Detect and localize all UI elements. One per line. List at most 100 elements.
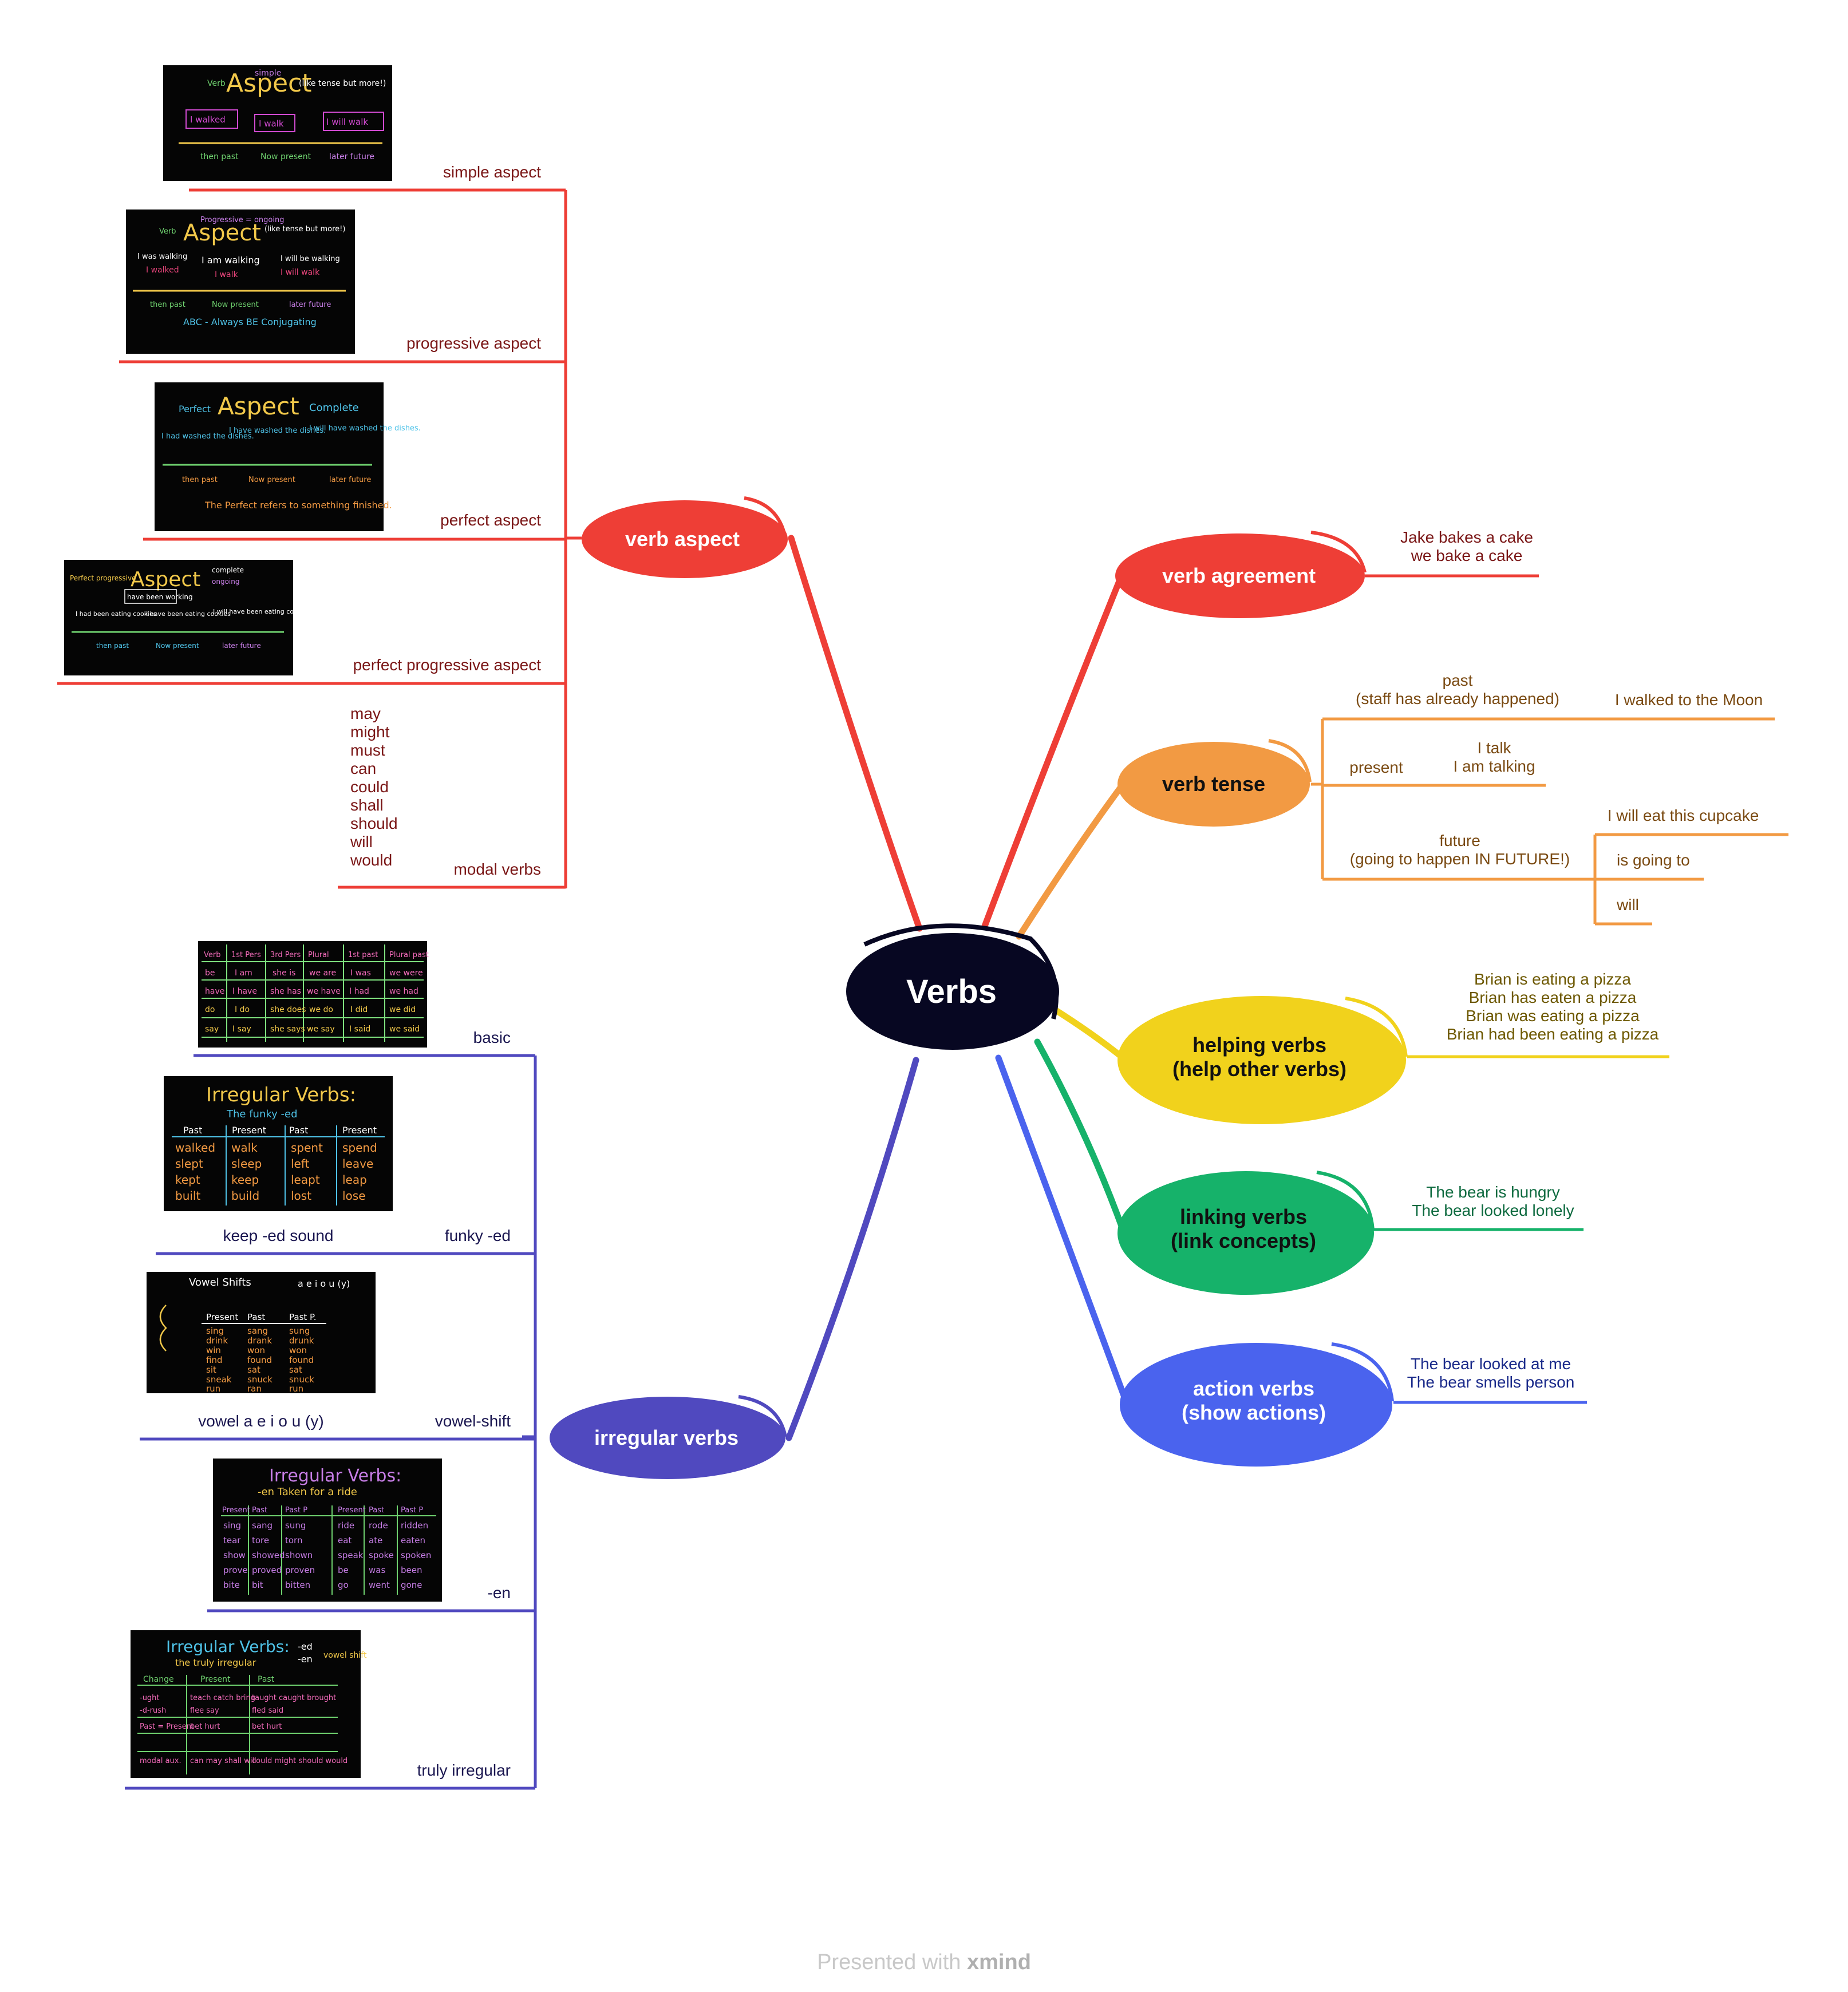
topic-label: linking verbs (1180, 1205, 1307, 1228)
svg-text:rode: rode (369, 1520, 388, 1531)
svg-text:shown: shown (285, 1550, 313, 1560)
action-example[interactable]: The bear smells person (1407, 1373, 1575, 1391)
svg-text:bite: bite (223, 1580, 240, 1590)
topic-verb-aspect[interactable]: verb aspect (582, 496, 788, 578)
tense-future-label[interactable]: (going to happen IN FUTURE!) (1350, 850, 1570, 868)
agreement-example[interactable]: we bake a cake (1411, 547, 1523, 564)
svg-text:I said: I said (349, 1025, 370, 1034)
svg-text:she has: she has (270, 987, 301, 996)
label-progressive-aspect[interactable]: progressive aspect (406, 334, 541, 352)
image-progressive-aspect[interactable]: Aspect Verb Progressive = ongoing (like … (126, 210, 355, 354)
svg-text:sang: sang (247, 1326, 268, 1336)
svg-text:taught caught brought: taught caught brought (252, 1694, 336, 1702)
svg-text:speak: speak (338, 1550, 364, 1560)
svg-text:Verb: Verb (207, 79, 226, 88)
svg-text:torn: torn (285, 1535, 302, 1546)
svg-text:bet hurt: bet hurt (252, 1722, 282, 1731)
svg-text:modal aux.: modal aux. (140, 1757, 181, 1765)
label-truly-irregular[interactable]: truly irregular (417, 1761, 511, 1779)
tense-past-label[interactable]: past (1443, 671, 1473, 689)
action-verbs-branch: The bear looked at me The bear smells pe… (1393, 1355, 1587, 1404)
tense-future-example[interactable]: will (1616, 896, 1639, 914)
svg-text:leave: leave (342, 1157, 373, 1171)
action-example[interactable]: The bear looked at me (1411, 1355, 1571, 1373)
svg-text:Past = Present: Past = Present (140, 1722, 194, 1731)
image-truly-irregular[interactable]: Irregular Verbs: the truly irregular -ed… (131, 1630, 367, 1778)
svg-text:win: win (206, 1345, 221, 1355)
svg-text:the truly irregular: the truly irregular (175, 1657, 256, 1668)
svg-text:Present: Present (232, 1125, 266, 1136)
svg-text:Perfect: Perfect (179, 404, 211, 414)
svg-text:she is: she is (273, 969, 295, 978)
svg-text:went: went (369, 1580, 390, 1590)
svg-text:bit: bit (252, 1580, 263, 1590)
topic-label: verb tense (1162, 772, 1265, 796)
linking-example[interactable]: The bear looked lonely (1412, 1201, 1574, 1219)
tense-present-example[interactable]: I am talking (1453, 757, 1535, 775)
svg-text:walk: walk (231, 1141, 258, 1155)
svg-text:Vowel Shifts: Vowel Shifts (189, 1276, 251, 1289)
label-simple-aspect[interactable]: simple aspect (443, 163, 541, 181)
topic-linking-verbs[interactable]: linking verbs (link concepts) (1118, 1171, 1375, 1295)
tense-present-label[interactable]: present (1349, 758, 1403, 776)
label-perfect-aspect[interactable]: perfect aspect (440, 511, 541, 529)
topic-action-verbs[interactable]: action verbs (show actions) (1120, 1342, 1394, 1467)
helping-example[interactable]: Brian had been eating a pizza (1447, 1025, 1659, 1043)
svg-text:(like tense but more!): (like tense but more!) (264, 225, 345, 234)
svg-text:I walked: I walked (190, 114, 226, 125)
modal-verbs-list: may might must can could shall should wi… (350, 705, 398, 869)
label-funky-ed[interactable]: funky -ed (445, 1227, 511, 1244)
svg-text:then past: then past (182, 476, 218, 484)
svg-text:drank: drank (247, 1335, 272, 1346)
helping-example[interactable]: Brian is eating a pizza (1474, 970, 1631, 988)
tense-future-example[interactable]: is going to (1617, 851, 1690, 869)
topic-irregular-verbs[interactable]: irregular verbs (550, 1395, 787, 1479)
label-keep-ed-sound[interactable]: keep -ed sound (223, 1227, 333, 1244)
topic-label: (help other verbs) (1172, 1057, 1346, 1081)
svg-text:later future: later future (329, 152, 374, 161)
image-basic[interactable]: Verb 1st Pers 3rd Pers Plural 1st past P… (198, 941, 429, 1048)
svg-text:found: found (289, 1355, 314, 1365)
image-vowel-shift[interactable]: Vowel Shifts a e i o u (y) Present Past … (147, 1272, 376, 1394)
label-vowel-note[interactable]: vowel a e i o u (y) (198, 1412, 323, 1430)
label-perfect-progressive-aspect[interactable]: perfect progressive aspect (353, 656, 542, 674)
svg-text:bitten: bitten (285, 1580, 310, 1590)
svg-text:show: show (223, 1550, 246, 1560)
svg-text:-en: -en (298, 1654, 313, 1665)
svg-text:ridden: ridden (401, 1520, 428, 1531)
svg-text:kept: kept (175, 1173, 200, 1187)
helping-example[interactable]: Brian was eating a pizza (1466, 1007, 1640, 1025)
svg-text:(like tense but more!): (like tense but more!) (299, 79, 386, 88)
tense-past-label[interactable]: (staff has already happened) (1356, 690, 1559, 708)
topic-label: irregular verbs (594, 1426, 739, 1449)
footer-prefix: Presented with (817, 1950, 967, 1974)
image-perfect-aspect[interactable]: Aspect Perfect Complete I had washed the… (155, 382, 421, 531)
svg-text:Past: Past (369, 1506, 384, 1515)
label-vowel-shift[interactable]: vowel-shift (435, 1412, 511, 1430)
svg-text:Now present: Now present (248, 476, 295, 484)
tense-future-example[interactable]: I will eat this cupcake (1608, 807, 1759, 824)
topic-label: action verbs (1193, 1377, 1314, 1400)
topic-verb-agreement[interactable]: verb agreement (1115, 531, 1367, 618)
tense-future-label[interactable]: future (1439, 832, 1480, 849)
topic-helping-verbs[interactable]: helping verbs (help other verbs) (1118, 996, 1408, 1124)
image-funky-ed[interactable]: Irregular Verbs: The funky -ed Past Pres… (164, 1076, 393, 1211)
image-perfect-progressive-aspect[interactable]: Aspect Perfect progressive complete ongo… (64, 560, 310, 675)
modal-item: might (350, 723, 390, 741)
central-topic[interactable]: Verbs (846, 923, 1059, 1050)
connector-verb-tense (1016, 782, 1126, 940)
modal-item: will (350, 833, 373, 851)
label-en[interactable]: -en (488, 1584, 511, 1602)
topic-verb-tense[interactable]: verb tense (1118, 739, 1312, 827)
image-en[interactable]: Irregular Verbs: -en Taken for a ride Pr… (213, 1459, 442, 1602)
svg-text:proven: proven (285, 1565, 315, 1575)
helping-example[interactable]: Brian has eaten a pizza (1469, 989, 1637, 1006)
tense-past-example[interactable]: I walked to the Moon (1615, 691, 1763, 709)
svg-text:Aspect: Aspect (131, 568, 200, 591)
linking-example[interactable]: The bear is hungry (1426, 1183, 1559, 1201)
label-modal-verbs[interactable]: modal verbs (453, 860, 541, 878)
agreement-example[interactable]: Jake bakes a cake (1400, 528, 1533, 546)
tense-present-example[interactable]: I talk (1477, 739, 1511, 757)
image-simple-aspect[interactable]: Aspect Verb simple (like tense but more!… (163, 65, 392, 181)
label-basic[interactable]: basic (473, 1029, 511, 1046)
